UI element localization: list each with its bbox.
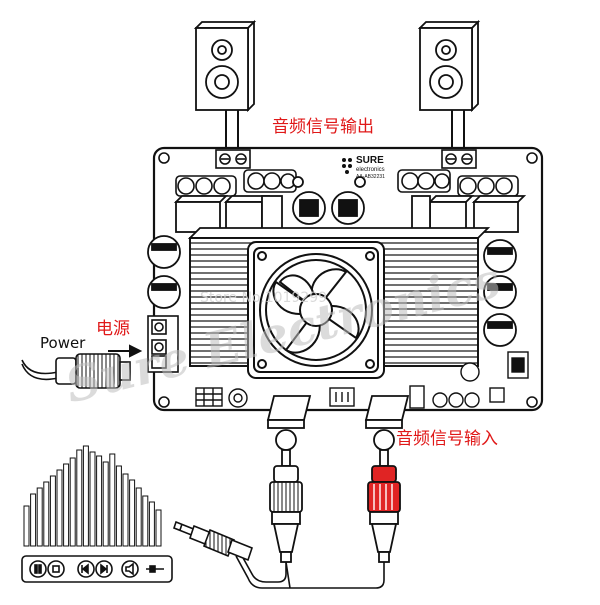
cooling-fan-icon — [247, 241, 385, 379]
equalizer-bar — [122, 473, 129, 547]
equalizer-bar — [49, 475, 56, 547]
speaker-output-label: 音频信号输出 — [272, 117, 374, 137]
equalizer-bar — [102, 461, 109, 547]
right-speaker-icon — [417, 19, 481, 113]
speaker-terminal-left — [215, 149, 251, 169]
audio-input-label: 音频信号输入 — [396, 429, 498, 449]
center-capacitors — [292, 176, 366, 225]
equalizer-bar — [89, 451, 96, 547]
board-brand-sub: electronics — [356, 167, 385, 173]
equalizer-bar — [135, 487, 142, 547]
speaker-wires — [225, 110, 465, 150]
equalizer-bars — [23, 445, 162, 547]
equalizer-bar — [155, 509, 162, 547]
power-terminal-block — [147, 315, 179, 373]
equalizer-bar — [129, 479, 136, 547]
equalizer-bar — [30, 493, 37, 547]
brand-logo-icon — [342, 158, 352, 174]
equalizer-bar — [56, 469, 63, 547]
equalizer-bar — [76, 449, 83, 547]
equalizer-bar — [63, 463, 70, 547]
rca-cable-right — [367, 449, 401, 563]
inductor-housings — [173, 195, 527, 233]
bottom-components — [195, 351, 529, 409]
equalizer-bar — [96, 455, 103, 547]
media-player-controls — [21, 555, 173, 583]
equalizer-bar — [36, 487, 43, 547]
board-brand: SURE — [356, 155, 384, 166]
mounting-holes — [158, 152, 538, 408]
speaker-terminal-right — [441, 149, 477, 169]
left-speaker-icon — [193, 19, 257, 113]
equalizer-bar — [43, 481, 50, 547]
equalizer-bar — [69, 457, 76, 547]
audio-plug-icon — [173, 520, 253, 562]
power-arrow-icon — [108, 344, 143, 358]
equalizer-bar — [109, 453, 116, 547]
power-label-en: Power — [40, 334, 86, 352]
side-capacitors — [147, 235, 517, 347]
board-model: AA-AB32231 — [356, 174, 385, 180]
equalizer-bar — [23, 505, 30, 547]
power-label-cn: 电源 — [96, 319, 130, 339]
equalizer-bar — [142, 495, 149, 547]
power-plug-icon — [21, 353, 131, 389]
equalizer-bar — [82, 445, 89, 547]
rca-cable-left — [269, 449, 303, 563]
equalizer-bar — [148, 501, 155, 547]
audio-cable-lines — [235, 555, 385, 589]
equalizer-bar — [115, 465, 122, 547]
